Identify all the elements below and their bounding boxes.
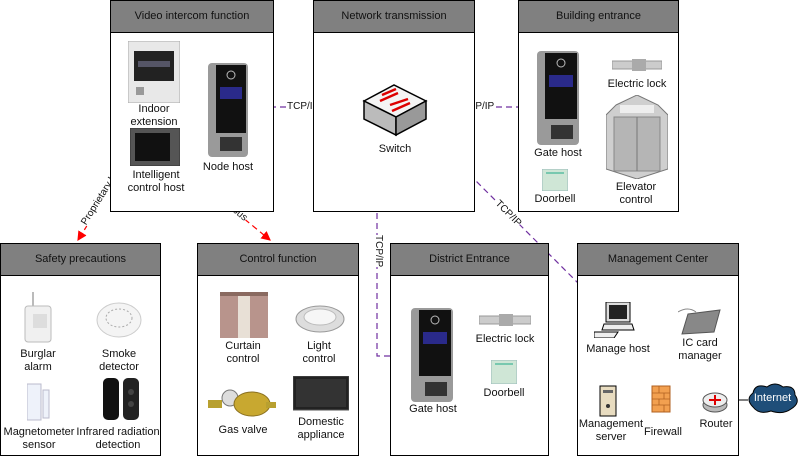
management-server-icon <box>599 385 617 417</box>
ic-card-manager-icon <box>678 308 721 335</box>
curtain-icon <box>220 292 268 338</box>
burglar-alarm-label: Burglar alarm <box>20 348 56 373</box>
internet-cloud-icon <box>748 383 798 414</box>
safety-precautions-box: Safety precautions Burglar alarm Smoke d… <box>0 243 161 456</box>
switch-icon <box>362 84 428 137</box>
infrared-detection-label: Infrared radiation detection <box>76 426 160 451</box>
router-label: Router <box>699 418 733 430</box>
edge-label-tcpip-building: TCP/IP <box>462 101 495 112</box>
building-doorbell-label: Doorbell <box>534 193 576 205</box>
smoke-detector-label: Smoke detector <box>99 348 139 373</box>
gas-valve-icon <box>208 389 276 417</box>
district-entrance-title: District Entrance <box>391 244 548 276</box>
light-icon <box>295 305 345 333</box>
district-gate-host-icon <box>411 308 453 402</box>
network-transmission-title: Network transmission <box>314 1 474 33</box>
switch-label: Switch <box>378 143 412 155</box>
building-entrance-title: Building entrance <box>519 1 678 33</box>
district-electric-lock-label: Electric lock <box>475 333 535 345</box>
control-function-box: Control function Curtain control Light c… <box>197 243 359 456</box>
district-doorbell-label: Doorbell <box>483 387 525 399</box>
internet-label: Internet <box>753 392 792 404</box>
district-electric-lock-icon <box>479 314 531 326</box>
building-doorbell-icon <box>542 169 568 191</box>
burglar-alarm-icon <box>24 292 52 343</box>
manage-host-label: Manage host <box>586 343 650 355</box>
magnetometer-sensor-icon <box>27 383 50 421</box>
building-entrance-box: Building entrance Gate host Doorbell Ele… <box>518 0 679 212</box>
node-host-icon <box>208 63 248 157</box>
building-electric-lock-label: Electric lock <box>607 78 667 90</box>
video-intercom-box: Video intercom function Indoor extension… <box>110 0 274 212</box>
video-intercom-title: Video intercom function <box>111 1 273 33</box>
indoor-extension-icon <box>128 41 180 103</box>
node-host-label: Node host <box>202 161 254 173</box>
edge-label-tcpip-node: TCP/IP <box>287 101 320 112</box>
gas-valve-label: Gas valve <box>218 424 268 436</box>
intelligent-control-host-icon <box>130 128 180 166</box>
magnetometer-sensor-label: Magnetometer sensor <box>3 426 75 451</box>
router-icon <box>702 392 728 413</box>
intelligent-control-host-label: Intelligent control host <box>127 169 185 194</box>
building-electric-lock-icon <box>612 59 662 71</box>
safety-precautions-title: Safety precautions <box>1 244 160 276</box>
curtain-control-label: Curtain control <box>225 340 261 365</box>
management-center-box: Management Center Manage host IC card ma… <box>577 243 739 456</box>
district-entrance-box: District Entrance Gate host Electric loc… <box>390 243 549 456</box>
elevator-icon <box>606 95 668 179</box>
building-gate-host-label: Gate host <box>534 147 582 159</box>
management-server-label: Management server <box>578 418 644 443</box>
domestic-appliance-label: Domestic appliance <box>297 416 345 441</box>
elevator-control-label: Elevator control <box>615 181 657 206</box>
firewall-icon <box>651 385 671 413</box>
manage-host-icon <box>594 302 635 338</box>
control-function-title: Control function <box>198 244 358 276</box>
firewall-label: Firewall <box>644 426 682 438</box>
gate-host-icon <box>537 51 579 145</box>
district-gate-host-label: Gate host <box>409 403 457 415</box>
infrared-detection-icon <box>103 378 139 420</box>
network-transmission-box: Network transmission Switch <box>313 0 475 212</box>
ic-card-manager-label: IC card manager <box>678 337 722 362</box>
domestic-appliance-icon <box>293 376 349 411</box>
smoke-detector-icon <box>96 302 142 338</box>
edge-label-tcpip-district: TCP/IP <box>373 235 384 268</box>
district-doorbell-icon <box>491 360 517 384</box>
light-control-label: Light control <box>302 340 336 365</box>
management-center-title: Management Center <box>578 244 738 276</box>
indoor-extension-label: Indoor extension <box>130 103 178 128</box>
